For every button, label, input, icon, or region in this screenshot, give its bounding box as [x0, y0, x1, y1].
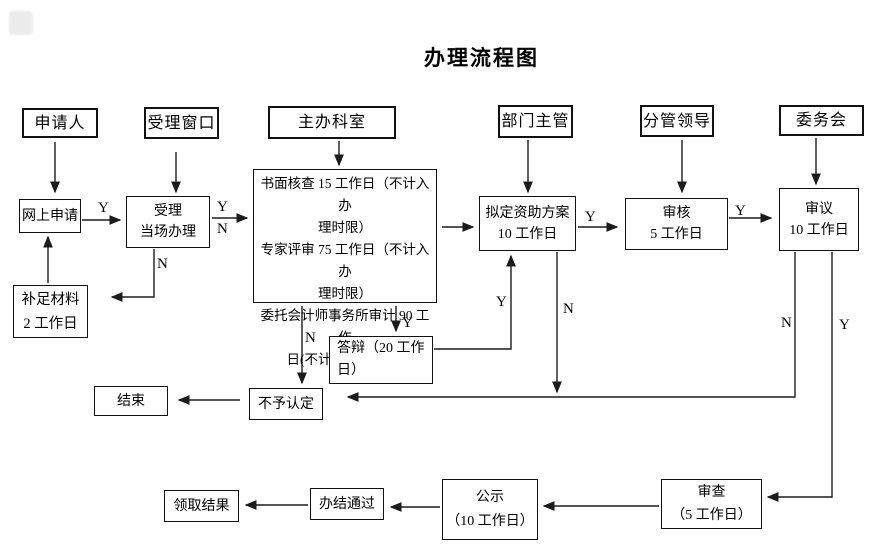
edge-delib-yes-to-review — [766, 252, 833, 502]
node-collect-result: 领取结果 — [164, 490, 239, 522]
edge-label-yes: Y — [217, 199, 228, 215]
node-defense: 答辩（20 工作 日） — [329, 336, 433, 384]
node-applicant: 申请人 — [22, 108, 98, 138]
node-committee: 委务会 — [779, 105, 864, 136]
node-accept-onsite: 受理 当场办理 — [126, 196, 210, 248]
node-not-recognized: 不予认定 — [249, 388, 323, 420]
edge-label-yes: Y — [839, 317, 850, 333]
edge-label-no: N — [305, 330, 316, 346]
node-acceptance-window: 受理窗口 — [144, 107, 219, 139]
screenshot-artifact — [9, 11, 33, 35]
edge-label-yes: Y — [585, 209, 596, 225]
node-leader-in-charge: 分管领导 — [640, 105, 714, 137]
edge-onsite-no-down-left — [110, 249, 155, 302]
node-funding-plan: 拟定资助方案 10 工作日 — [479, 196, 576, 251]
node-publicity: 公示 （10 工作日） — [442, 479, 538, 540]
node-audit: 审核 5 工作日 — [625, 198, 728, 250]
node-main-office: 主办科室 — [268, 106, 396, 139]
edge-label-yes: Y — [402, 315, 413, 331]
node-office-tasks: 书面核查 15 工作日（不计入办 理时限） 专家评审 75 工作日（不计入办 理… — [253, 169, 437, 367]
edge-label-no: N — [781, 315, 792, 331]
edge-label-yes: Y — [735, 203, 746, 219]
page-title: 办理流程图 — [424, 46, 539, 70]
node-deliberation: 审议 10 工作日 — [779, 188, 859, 251]
edge-label-no: N — [157, 256, 168, 272]
edge-label-yes: Y — [496, 294, 507, 310]
node-complete-pass: 办结通过 — [310, 488, 384, 520]
node-department-supervisor: 部门主管 — [498, 105, 573, 138]
edge-label-no: N — [217, 221, 228, 237]
edge-label-yes: Y — [98, 200, 109, 216]
node-end: 结束 — [94, 386, 168, 416]
node-supplement-materials: 补足材料 2 工作日 — [13, 285, 88, 338]
edge-label-no: N — [563, 301, 574, 317]
node-online-application: 网上申请 — [19, 199, 81, 233]
node-review: 审查 （5 工作日） — [661, 479, 762, 529]
